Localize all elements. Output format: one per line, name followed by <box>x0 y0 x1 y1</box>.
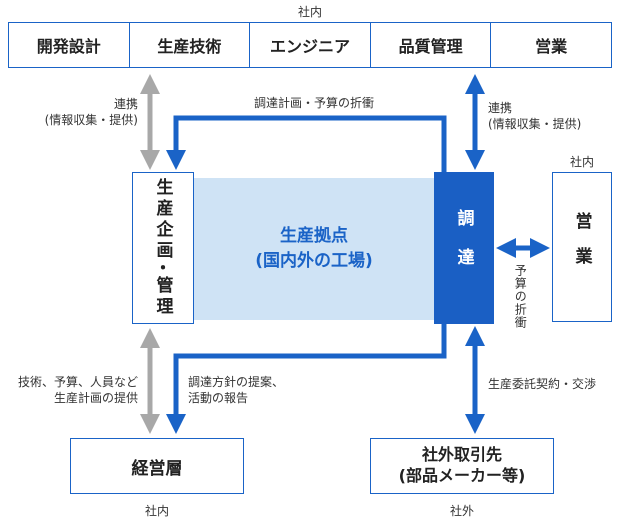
note-mid-bottom: 調達方針の提案、 活動の報告 <box>188 374 348 406</box>
note-left-bottom-2: 生産計画の提供 <box>53 391 138 406</box>
note-left-bottom-1: 技術、予算、人員など <box>17 375 138 389</box>
top-scope-label: 社内 <box>297 5 322 19</box>
arrow-procurement-to-planning <box>166 115 447 172</box>
note-mid-bottom-2: 活動の報告 <box>188 391 249 406</box>
note-right-top: 連携 (情報収集・提供) <box>488 100 618 132</box>
note-top-flow: 調達計画・予算の折衝 <box>253 96 374 110</box>
dept-production-engineering: 生産技術 <box>130 23 251 67</box>
dept-quality: 品質管理 <box>371 23 492 67</box>
department-row: 開発設計 生産技術 エンジニア 品質管理 営業 <box>8 22 612 68</box>
management-scope-tag: 社内 <box>144 504 169 518</box>
partner-box: 社外取引先 (部品メーカー等) <box>370 438 554 494</box>
sales-scope-tag: 社内 <box>569 155 594 169</box>
sales-box: 営業 <box>552 172 612 322</box>
production-planning-box: 生産企画 ・ 管理 <box>132 172 194 324</box>
production-site-area: 生産拠点 (国内外の工場) <box>190 178 438 320</box>
production-site-subtitle: (国内外の工場) <box>255 251 373 271</box>
note-budget-vertical: 予算の折衝 <box>513 264 528 329</box>
dept-engineer: エンジニア <box>250 23 371 67</box>
production-planning-label-2: 管理 <box>152 276 173 318</box>
dept-sales: 営業 <box>535 37 568 56</box>
arrow-procurement-to-management <box>166 324 447 434</box>
production-planning-label-1: 生産企画 <box>152 178 173 262</box>
note-mid-bottom-1: 調達方針の提案、 <box>188 375 285 389</box>
note-right-top-1: 連携 <box>488 101 513 115</box>
partner-label-1: 社外取引先 <box>421 445 502 465</box>
note-left-top-2: (情報収集・提供) <box>44 113 138 128</box>
management-box: 経営層 <box>70 438 244 494</box>
dept-development: 開発設計 <box>9 23 130 67</box>
procurement-box: 調達 <box>434 172 494 324</box>
dot-separator: ・ <box>154 259 172 279</box>
note-left-bottom: 技術、予算、人員など 生産計画の提供 <box>0 374 138 406</box>
partner-label-2: (部品メーカー等) <box>398 466 526 485</box>
partner-scope-tag: 社外 <box>449 504 474 518</box>
note-right-top-2: (情報収集・提供) <box>488 117 582 132</box>
sales-label: 営業 <box>571 212 592 282</box>
note-right-bottom: 生産委託契約・交渉 <box>488 377 597 391</box>
note-left-top-1: 連携 <box>113 97 138 111</box>
procurement-label: 調達 <box>453 209 474 287</box>
management-label: 経営層 <box>131 458 183 479</box>
note-left-top: 連携 (情報収集・提供) <box>10 96 138 128</box>
production-site-title: 生産拠点 <box>280 225 348 246</box>
